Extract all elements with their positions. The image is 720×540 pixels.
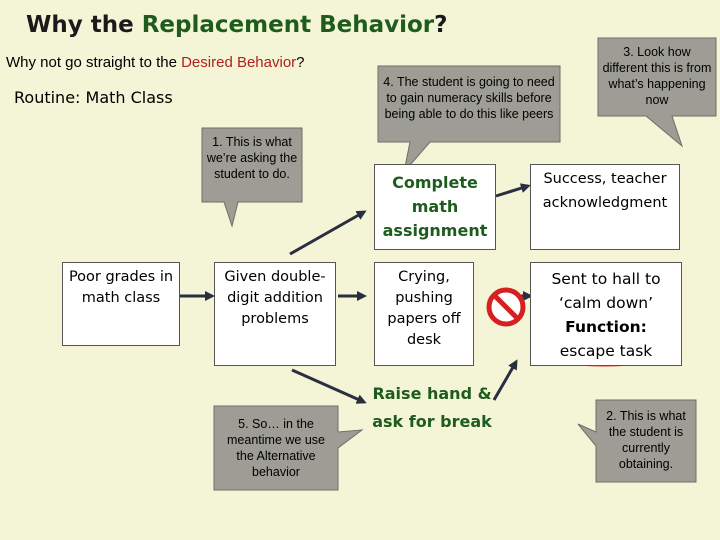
title-end: ? — [434, 12, 448, 38]
callout-4-text: 4. The student is going to need to gain … — [383, 75, 555, 121]
consequence-box: Sent to hall to ‘calm down’ Function: es… — [530, 262, 682, 366]
callout-bubble-2 — [577, 399, 697, 483]
callout-3-text: 3. Look how different this is from what’… — [602, 45, 712, 107]
callout-1-text: 1. This is what we’re asking the student… — [206, 135, 298, 181]
callout-bubble-3 — [597, 37, 717, 148]
function-value: escape task — [559, 342, 653, 360]
desired-consequence-box: Success, teacher acknowledgment — [530, 164, 680, 250]
routine-label: Routine: Math Class — [14, 88, 173, 107]
callout-bubble-5 — [213, 405, 364, 491]
function-label: Function: — [565, 318, 647, 336]
title-text: Why the — [26, 12, 142, 38]
consequence-text: Sent to hall to ‘calm down’ — [551, 270, 661, 312]
title-highlight: Replacement Behavior — [141, 12, 435, 38]
subtitle-highlight: Desired Behavior — [181, 54, 297, 71]
arrow-alternative-to-function — [492, 359, 518, 401]
setting-event-text: Poor grades in math class — [68, 269, 174, 306]
alternative-behavior-text: Raise hand & ask for break — [372, 384, 492, 431]
callout-bubble-4 — [377, 65, 561, 174]
callout-bubble-1 — [201, 127, 303, 228]
subtitle-text: Why not go straight to the — [6, 54, 182, 71]
desired-consequence-text: Success, teacher acknowledgment — [542, 171, 668, 211]
callout-5-text: 5. So… in the meantime we use the Altern… — [227, 417, 325, 479]
antecedent-box: Given double-digit addition problems — [214, 262, 336, 366]
desired-behavior-text: Complete math assignment — [382, 173, 488, 240]
arrow-to-alternative — [291, 368, 367, 404]
problem-behavior-box: Crying, pushing papers off desk — [374, 262, 474, 366]
arrow-desired-to-consequence — [495, 183, 531, 198]
problem-behavior-text: Crying, pushing papers off desk — [387, 269, 461, 348]
arrow-to-desired — [289, 210, 367, 256]
setting-event-box: Poor grades in math class — [62, 262, 180, 346]
callout-2-text: 2. This is what the student is currently… — [606, 409, 686, 471]
antecedent-text: Given double-digit addition problems — [224, 269, 326, 327]
no-entry-icon — [486, 287, 526, 327]
subtitle-end: ? — [296, 54, 305, 71]
desired-behavior-box: Complete math assignment — [374, 164, 496, 250]
page-title: Why the Replacement Behavior? — [26, 12, 447, 38]
subtitle: Why not go straight to the Desired Behav… — [6, 54, 305, 71]
